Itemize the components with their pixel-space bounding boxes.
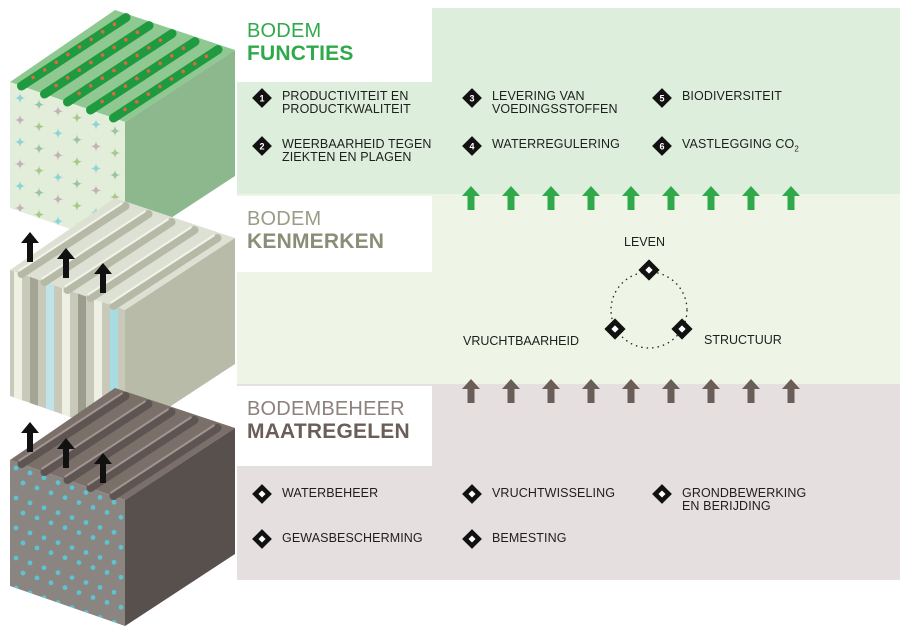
maatregelen-title-top: BODEMBEHEER [247,398,405,420]
functie-item-line2: VOEDINGSSTOFFEN [492,102,618,116]
green-up-arrow-icon [662,186,680,210]
brown-up-arrow-icon [582,379,600,403]
number-marker-label: 3 [469,94,474,104]
functie-item: BIODIVERSITEIT [682,90,782,103]
functie-item-line2: PRODUCTKWALITEIT [282,102,411,116]
maatregel-item: GEWASBESCHERMING [282,532,423,545]
cycle-label-structuur: STRUCTUUR [704,333,782,347]
cycle-node-leven-icon [638,259,660,281]
functie-item-line1: BIODIVERSITEIT [682,89,783,103]
number-marker-label: 1 [259,94,264,104]
maatregel-item-line1: WATERBEHEER [282,486,379,500]
functie-item-line1: PRODUCTIVITEIT EN [282,89,409,103]
functie-item-line1: VASTLEGGING CO2 [682,138,799,156]
green-up-arrow-icon [702,186,720,210]
brown-up-arrow-icon [782,379,800,403]
number-marker-label: 5 [659,94,664,104]
number-marker-label: 4 [469,142,474,152]
cycle-label-vruchtbaarheid: VRUCHTBAARHEID [463,334,579,348]
maatregel-item-line1: VRUCHTWISSELING [492,486,616,500]
brown-up-arrow-icon [742,379,760,403]
soil-blocks-illustration [10,10,235,626]
black-up-arrow-icon [94,453,112,483]
maatregelen-title-bottom: MAATREGELEN [247,420,410,443]
bullet-diamond-icon [462,529,482,549]
maatregel-item-line1: BEMESTING [492,531,567,545]
kenmerken-title-bottom: KENMERKEN [247,230,385,253]
brown-up-arrow-icon [662,379,680,403]
maatregel-item-line1: GRONDBEWERKING [682,486,807,500]
black-up-arrow-icon [21,422,39,452]
kenmerken-soil-block-icon [10,198,235,436]
green-up-arrow-icon [622,186,640,210]
number-marker-label: 2 [259,142,264,152]
functie-item-subscript: 2 [794,144,799,154]
functie-item-line2: ZIEKTEN EN PLAGEN [282,150,412,164]
functie-item-line1: WEERBAARHEID TEGEN [282,137,432,151]
functie-item: VASTLEGGING CO2 [682,138,799,156]
black-up-arrow-icon [94,263,112,293]
black-up-arrow-icon [57,438,75,468]
green-up-arrow-icon [462,186,480,210]
functies-title-top: BODEM [247,20,322,42]
functies-title: BODEM FUNCTIES [237,8,432,82]
black-up-arrow-icon [21,232,39,262]
brown-up-arrow-icon [462,379,480,403]
bullet-diamond-icon [252,484,272,504]
maatregelen-title: BODEMBEHEER MAATREGELEN [237,386,432,466]
green-up-arrows [462,186,800,210]
maatregel-item: BEMESTING [492,532,567,545]
cycle-node-structuur-icon [671,318,693,340]
brown-up-arrow-icon [542,379,560,403]
brown-up-arrow-icon [622,379,640,403]
maatregel-item: VRUCHTWISSELING [492,487,615,500]
functies-soil-block-icon [10,10,235,248]
brown-up-arrow-icon [702,379,720,403]
number-marker-5-icon: 5 [652,88,672,108]
bullet-diamond-icon [252,529,272,549]
maatregel-item-line2: EN BERIJDING [682,499,771,513]
kenmerken-title: BODEM KENMERKEN [237,196,432,272]
green-up-arrow-icon [542,186,560,210]
number-marker-6-icon: 6 [652,136,672,156]
bullet-diamond-icon [462,484,482,504]
number-marker-3-icon: 3 [462,88,482,108]
green-up-arrow-icon [742,186,760,210]
number-marker-2-icon: 2 [252,136,272,156]
functie-item-text: VASTLEGGING CO [682,137,795,151]
cycle-label-leven: LEVEN [624,235,665,249]
kenmerken-cycle [604,259,693,349]
kenmerken-title-top: BODEM [247,208,322,230]
brown-up-arrow-icon [502,379,520,403]
number-marker-label: 6 [659,142,664,152]
maatregel-item: WATERBEHEER [282,487,378,500]
number-marker-4-icon: 4 [462,136,482,156]
green-up-arrow-icon [582,186,600,210]
green-up-arrow-icon [502,186,520,210]
black-up-arrow-icon [57,248,75,278]
functie-item-line1: WATERREGULERING [492,137,620,151]
functies-title-bottom: FUNCTIES [247,42,354,65]
maatregelen-soil-block-icon [10,388,235,626]
bullet-diamond-icon [652,484,672,504]
cycle-node-vruchtbaarheid-icon [604,318,626,340]
brown-up-arrows [462,379,800,403]
maatregel-item-line1: GEWASBESCHERMING [282,531,423,545]
number-marker-1-icon: 1 [252,88,272,108]
functie-item: WATERREGULERING [492,138,620,151]
green-up-arrow-icon [782,186,800,210]
functie-item-line1: LEVERING VAN [492,89,585,103]
